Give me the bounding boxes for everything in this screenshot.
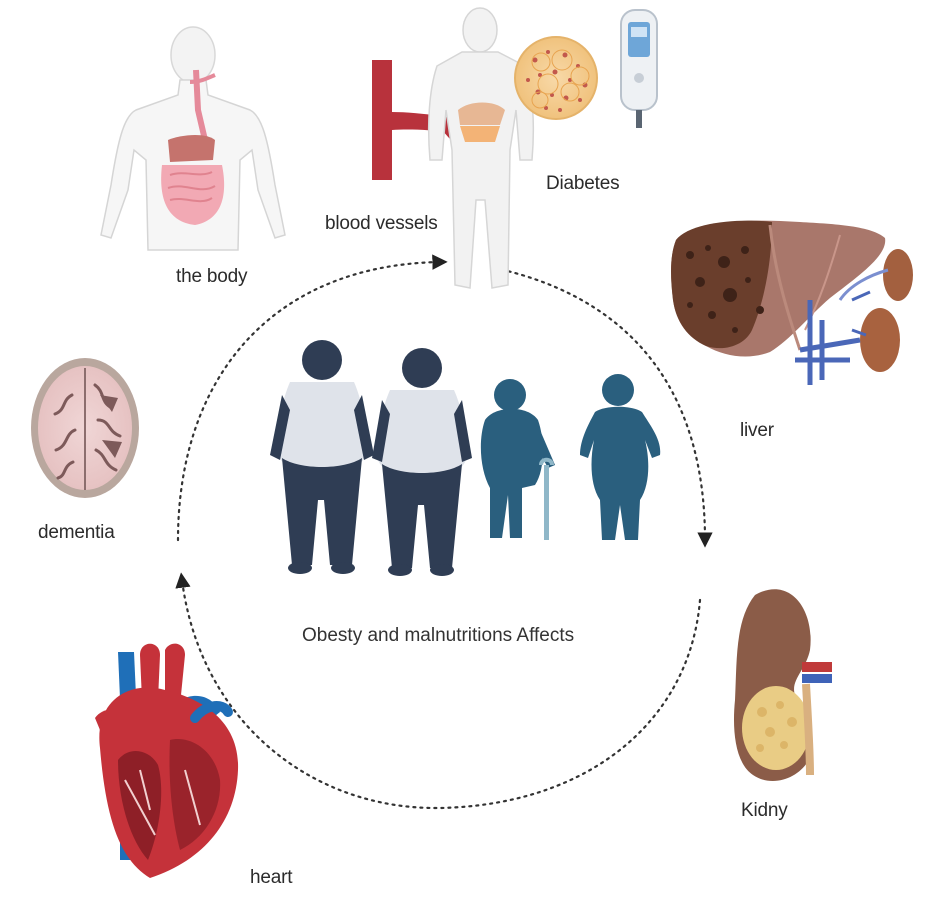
label-liver: liver [740, 420, 774, 442]
kidney-icon [734, 589, 832, 781]
label-blood-vessels: blood vessels [325, 213, 438, 235]
person-1 [270, 340, 374, 574]
liver-icon [671, 221, 913, 385]
label-the-body: the body [176, 266, 247, 288]
arrow-kidney-to-heart [182, 580, 700, 808]
person-2 [372, 348, 472, 576]
fat-cells-icon [515, 37, 597, 119]
human-figure-icon [429, 8, 534, 288]
label-dementia: dementia [38, 522, 115, 544]
brain-icon [31, 358, 139, 498]
body-anatomy-icon [101, 27, 285, 250]
person-4 [580, 374, 660, 540]
people-group-icon [270, 340, 660, 576]
label-heart: heart [250, 867, 292, 889]
label-kidney: Kidny [741, 800, 788, 822]
heart-icon [95, 644, 238, 878]
label-diabetes: Diabetes [546, 173, 619, 195]
glucose-meter-icon [621, 10, 657, 128]
person-3-elderly [481, 379, 555, 540]
center-caption: Obesty and malnutritions Affects [302, 625, 574, 647]
